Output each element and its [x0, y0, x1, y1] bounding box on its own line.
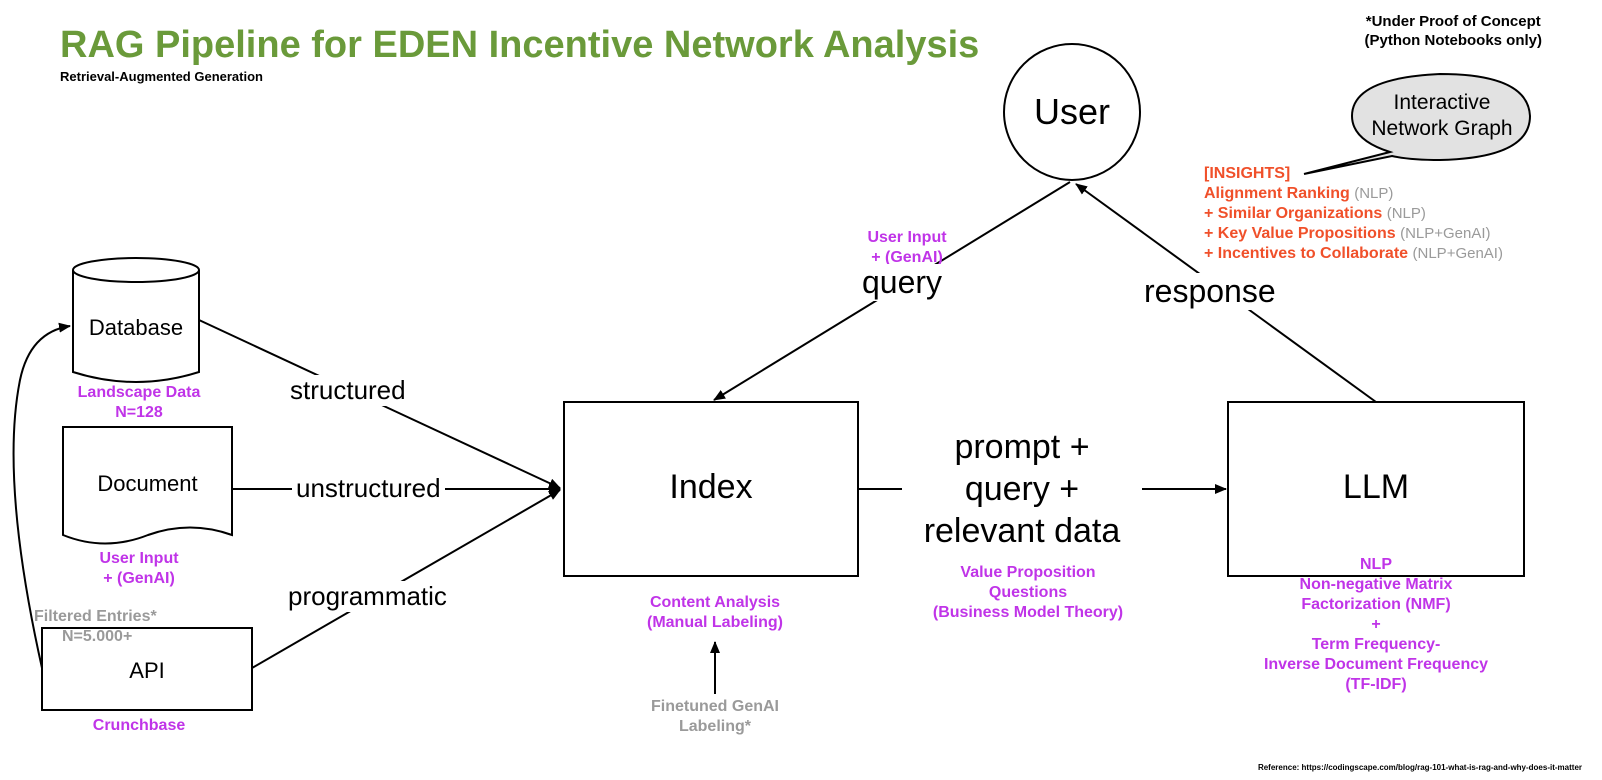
- page-subtitle: Retrieval-Augmented Generation: [60, 69, 263, 84]
- database-cylinder: [72, 257, 200, 383]
- edge-label-response: response: [1140, 273, 1280, 310]
- document-caption-line1: User Input: [99, 550, 179, 567]
- finetune-caption-line1: Finetuned GenAI: [651, 698, 779, 715]
- llm-caption-line1: NLP: [1360, 556, 1392, 573]
- reference-note: Reference: https://codingscape.com/blog/…: [1257, 763, 1582, 772]
- insight-method: (NLP+GenAI): [1412, 245, 1503, 262]
- llm-label: LLM: [1342, 468, 1410, 506]
- insight-item: + Similar Organizations (NLP): [1204, 204, 1503, 224]
- prompt-label-line3: relevant data: [923, 512, 1121, 550]
- user-circle: [1003, 43, 1141, 181]
- filtered-entries-caption: Filtered Entries* N=5.000+: [34, 607, 174, 647]
- llm-caption: NLP Non-negative Matrix Factorization (N…: [1240, 555, 1512, 695]
- bubble-text-line1: Interactive: [1393, 91, 1491, 114]
- edge-label-programmatic: programmatic: [284, 581, 451, 612]
- llm-caption-line6: Inverse Document Frequency: [1263, 656, 1489, 673]
- insight-label: Alignment Ranking: [1204, 185, 1350, 202]
- user-input-line1: User Input: [867, 229, 947, 246]
- database-caption-line1: Landscape Data: [77, 384, 201, 401]
- insight-label: + Incentives to Collaborate: [1204, 245, 1409, 262]
- llm-caption-line3: Factorization (NMF): [1301, 596, 1451, 613]
- insights-header: [INSIGHTS]: [1204, 165, 1291, 182]
- document-caption: User Input + (GenAI): [56, 549, 222, 589]
- finetune-caption: Finetuned GenAI Labeling*: [630, 697, 800, 737]
- api-caption: Crunchbase: [92, 717, 186, 734]
- insight-label: + Key Value Propositions: [1204, 225, 1396, 242]
- programmatic-connector: [251, 489, 561, 669]
- llm-caption-line2: Non-negative Matrix: [1299, 576, 1453, 593]
- index-box: [563, 401, 859, 577]
- bubble-text-line2: Network Graph: [1371, 117, 1513, 140]
- user-input-line2: + (GenAI): [871, 249, 943, 266]
- document-shape: [62, 426, 233, 545]
- index-caption-line2: (Manual Labeling): [647, 614, 783, 631]
- index-caption-line1: Content Analysis: [649, 594, 781, 611]
- document-label: Document: [97, 471, 198, 496]
- insight-method: (NLP+GenAI): [1400, 225, 1491, 242]
- llm-caption-line5: Term Frequency-: [1311, 636, 1441, 653]
- database-caption: Landscape Data N=128: [56, 383, 222, 423]
- insight-label: + Similar Organizations: [1204, 205, 1383, 222]
- poc-note-line2: (Python Notebooks only): [1364, 32, 1543, 49]
- user-label: User: [1033, 91, 1110, 132]
- api-box: [41, 627, 253, 711]
- edge-label-query: query: [858, 264, 947, 301]
- user-input-caption: User Input + (GenAI): [852, 228, 962, 268]
- prompt-label-line2: query +: [964, 470, 1080, 508]
- value-proposition-line1: Value Proposition: [960, 564, 1096, 581]
- insight-method: (NLP): [1386, 205, 1426, 222]
- value-proposition-line3: (Business Model Theory): [932, 604, 1124, 621]
- index-caption: Content Analysis (Manual Labeling): [600, 593, 830, 633]
- insights-list: [INSIGHTS] Alignment Ranking (NLP) + Sim…: [1204, 164, 1503, 264]
- bubble-text: Interactive Network Graph: [1360, 90, 1524, 142]
- insight-item: Alignment Ranking (NLP): [1204, 184, 1503, 204]
- feedback-loop-connector: [12, 322, 71, 669]
- edge-label-structured: structured: [286, 375, 410, 406]
- filtered-entries-line2: N=5.000+: [62, 628, 133, 645]
- insight-item: + Incentives to Collaborate (NLP+GenAI): [1204, 244, 1503, 264]
- insight-item: + Key Value Propositions (NLP+GenAI): [1204, 224, 1503, 244]
- llm-box: [1227, 401, 1525, 577]
- document-caption-line2: + (GenAI): [103, 570, 175, 587]
- edge-label-unstructured: unstructured: [292, 473, 445, 504]
- insight-method: (NLP): [1354, 185, 1394, 202]
- database-label: Database: [88, 315, 184, 340]
- speech-bubble: [1303, 72, 1532, 175]
- finetune-caption-line2: Labeling*: [678, 718, 751, 735]
- index-label: Index: [669, 468, 753, 506]
- prompt-label-line1: prompt +: [954, 428, 1090, 466]
- value-proposition-line2: Questions: [988, 584, 1068, 601]
- filtered-entries-line1: Filtered Entries*: [34, 608, 157, 625]
- poc-note: *Under Proof of Concept (Python Notebook…: [1365, 12, 1543, 50]
- api-label: API: [129, 658, 165, 683]
- llm-caption-line4: +: [1371, 616, 1381, 633]
- prompt-label: prompt + query + relevant data: [902, 426, 1142, 552]
- page-title: RAG Pipeline for EDEN Incentive Network …: [60, 24, 980, 66]
- poc-note-line1: *Under Proof of Concept: [1365, 13, 1541, 30]
- database-caption-line2: N=128: [115, 404, 163, 421]
- value-proposition-caption: Value Proposition Questions (Business Mo…: [912, 563, 1144, 623]
- llm-caption-line7: (TF-IDF): [1345, 676, 1407, 693]
